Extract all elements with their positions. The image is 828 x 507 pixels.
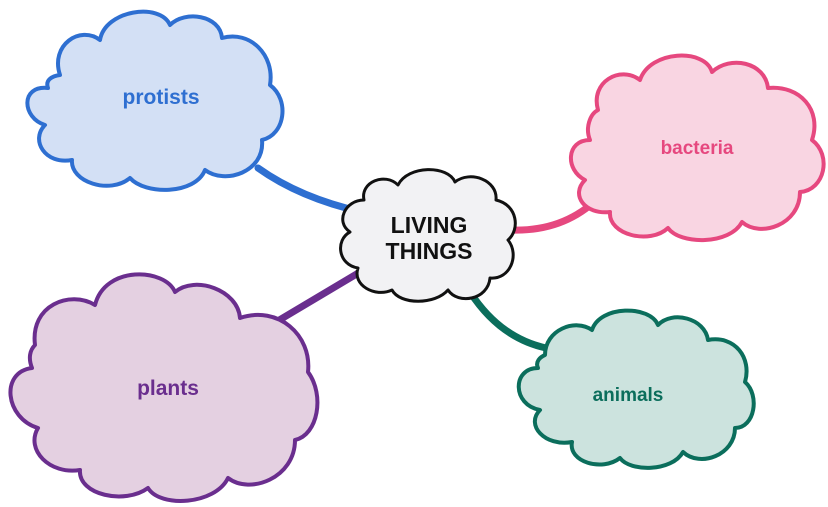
- connector-bacteria: [506, 198, 598, 234]
- central-label-line2: THINGS: [385, 238, 473, 264]
- connector-animals: [466, 288, 550, 352]
- cloud-animals[interactable]: [516, 308, 756, 470]
- node-label-animals: animals: [592, 385, 664, 406]
- central-node-label: LIVING THINGS: [386, 212, 473, 264]
- node-label-bacteria: bacteria: [660, 138, 734, 159]
- connector-plants: [272, 268, 364, 326]
- cloud-bacteria[interactable]: [568, 53, 826, 242]
- node-label-protists: protists: [122, 86, 200, 109]
- cloud-plants[interactable]: [8, 272, 320, 503]
- cloud-central-living-things[interactable]: [339, 168, 517, 303]
- connector-protists: [254, 164, 366, 216]
- central-label-line1: LIVING: [390, 212, 468, 238]
- node-label-plants: plants: [137, 377, 199, 400]
- cloud-protists[interactable]: [25, 9, 285, 192]
